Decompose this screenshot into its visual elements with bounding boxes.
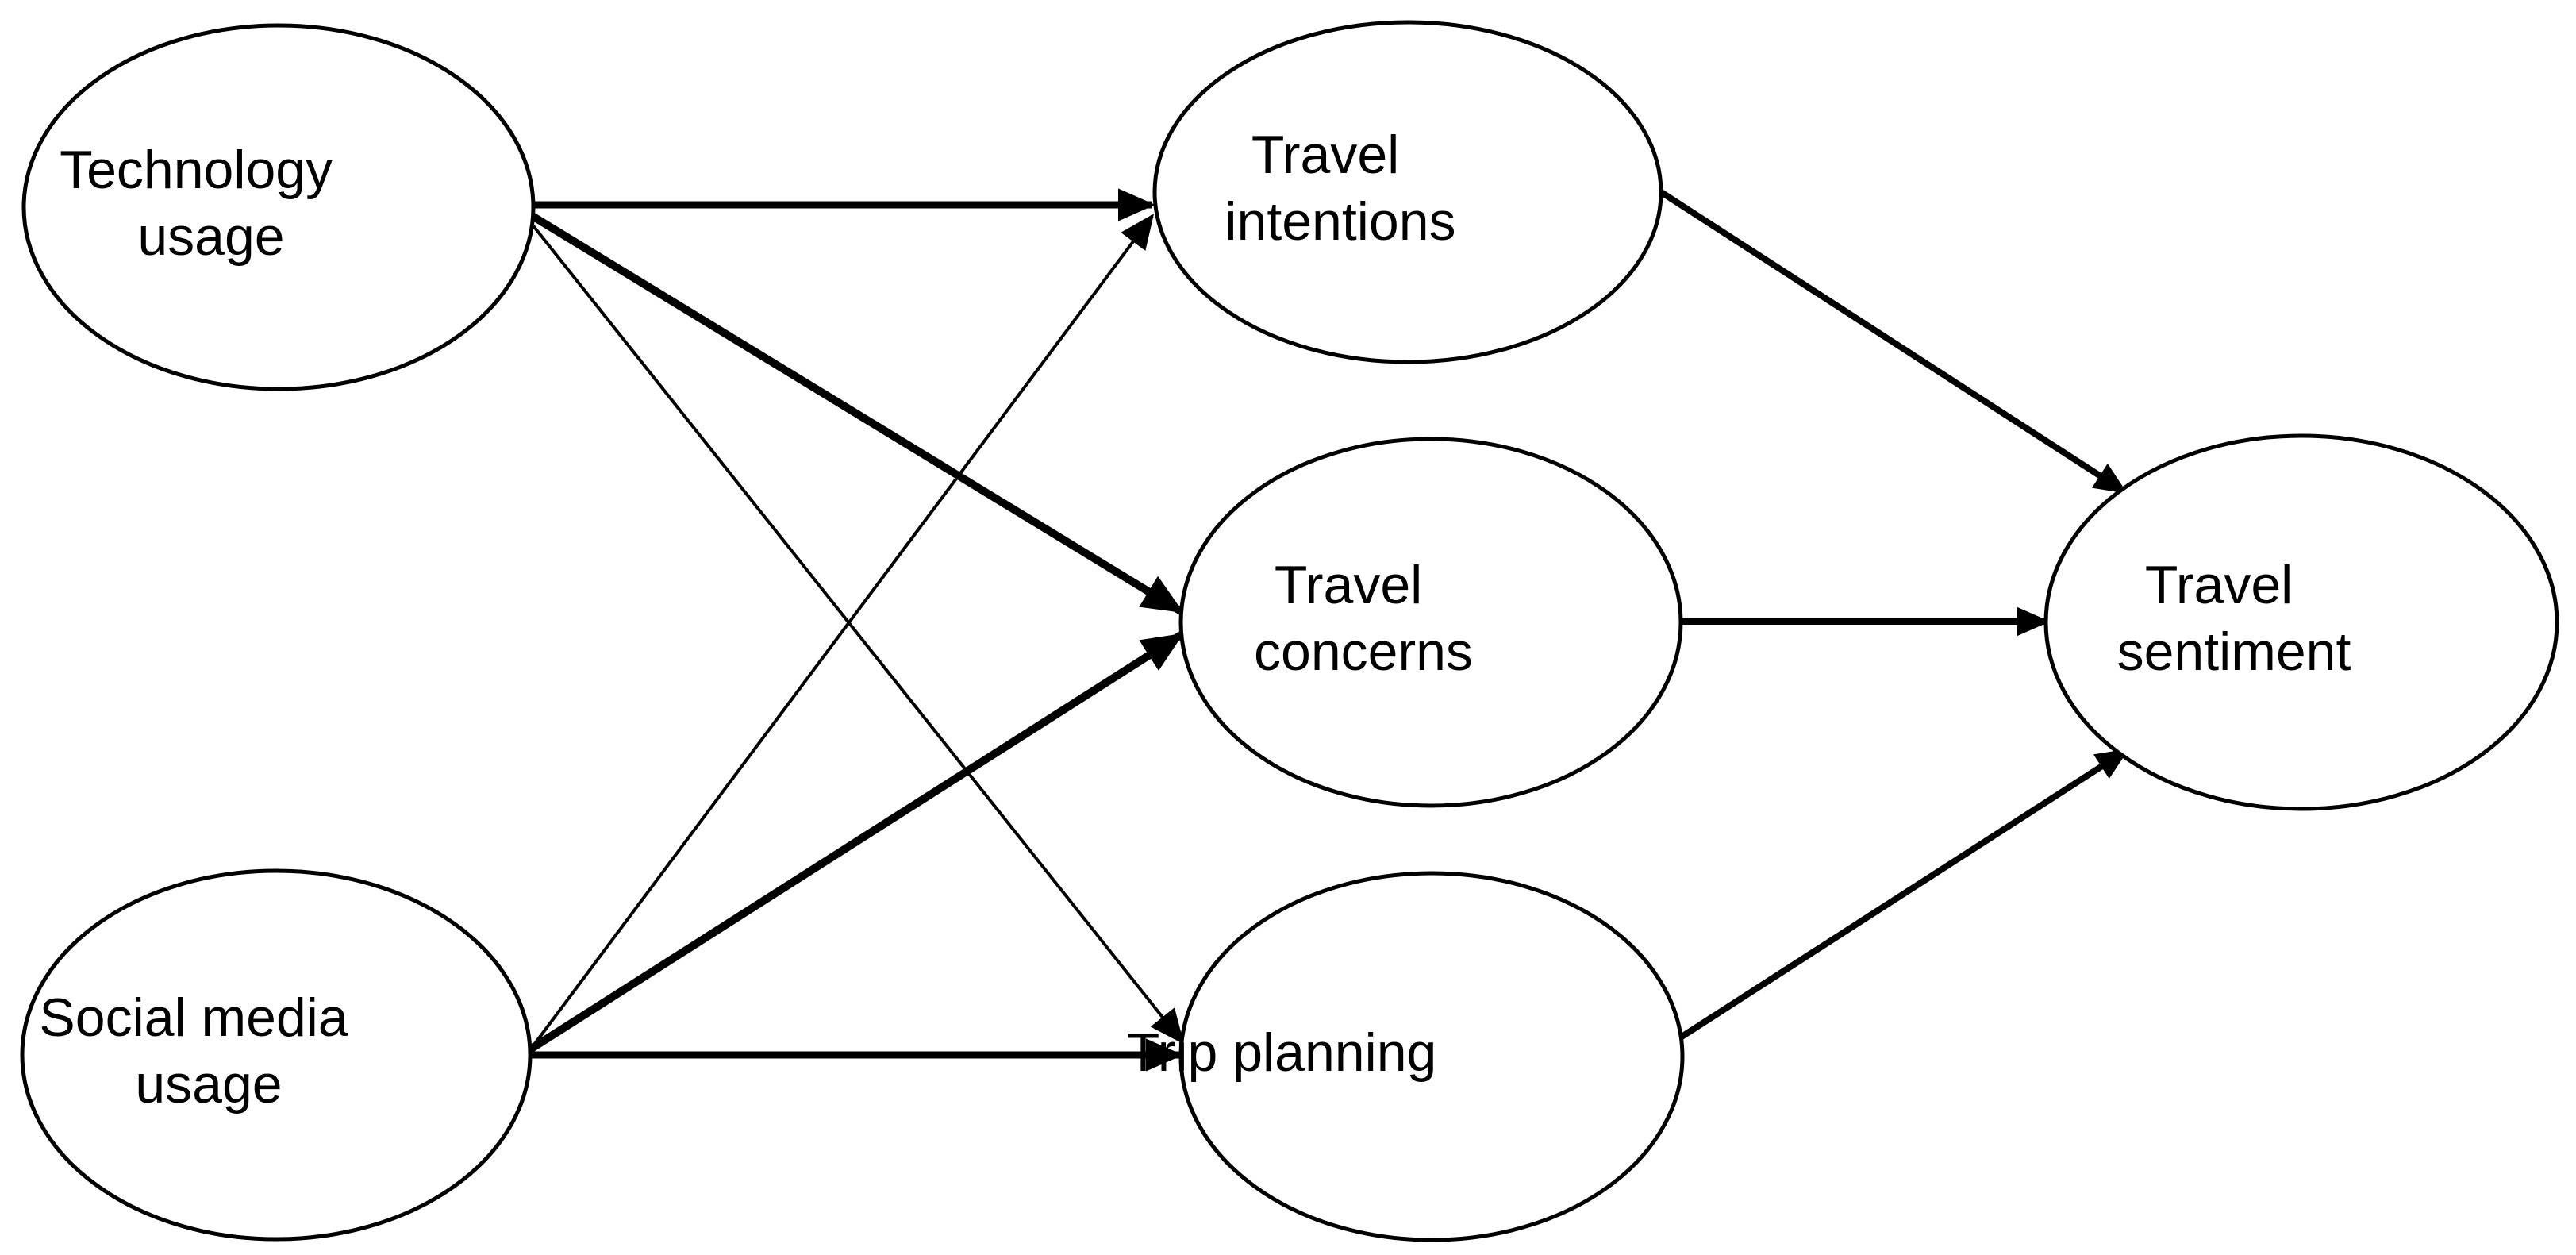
node-travel-intentions[interactable]: Travel intentions: [0, 0, 1663, 364]
travel-sentiment-label: Travel sentiment: [2117, 555, 2351, 682]
node-technology-usage[interactable]: Technology usage: [0, 0, 536, 391]
edges-layer: [524, 187, 2129, 1072]
travel-intentions-label-line1: Travel: [1251, 125, 1399, 185]
technology-usage-ellipse[interactable]: [21, 23, 536, 391]
edge-social-to-intentions[interactable]: [530, 214, 1155, 1049]
node-travel-sentiment[interactable]: Travel sentiment: [0, 0, 2559, 811]
travel-concerns-ellipse[interactable]: [1178, 437, 1683, 808]
travel-sentiment-ellipse[interactable]: [2043, 433, 2559, 811]
travel-intentions-label: Travel intentions: [0, 0, 1591, 252]
node-social-media-usage[interactable]: Social media usage: [0, 0, 533, 1242]
technology-usage-label-line2: usage: [137, 206, 284, 267]
social-media-usage-label-line1: Social media: [39, 987, 348, 1048]
node-travel-concerns[interactable]: Travel concerns: [0, 0, 1683, 808]
trip-planning-label: Trip planning: [1127, 1022, 1437, 1083]
travel-sentiment-label-line2: sentiment: [2117, 622, 2351, 682]
travel-intentions-ellipse[interactable]: [1152, 20, 1663, 364]
trip-planning-label-line1: Trip planning: [1127, 1022, 1437, 1083]
travel-concerns-label-line2: concerns: [1254, 622, 1473, 682]
edge-trip-planning-to-sentiment[interactable]: [1677, 747, 2129, 1041]
travel-concerns-label: Travel concerns: [0, 0, 1608, 682]
edge-tech-to-trip-planning[interactable]: [524, 214, 1185, 1045]
edge-intentions-to-sentiment[interactable]: [1656, 187, 2128, 495]
edge-tech-to-concerns[interactable]: [525, 209, 1184, 615]
trip-planning-ellipse[interactable]: [1178, 871, 1685, 1242]
travel-sentiment-label-line1: Travel: [2145, 555, 2293, 615]
social-media-usage-label: Social media usage: [0, 0, 513, 1114]
social-media-usage-ellipse[interactable]: [20, 868, 533, 1242]
edge-social-to-concerns[interactable]: [528, 631, 1184, 1053]
social-media-usage-label-line2: usage: [135, 1054, 282, 1114]
travel-intentions-label-line2: intentions: [1225, 191, 1455, 252]
technology-usage-label: Technology usage: [0, 0, 498, 267]
travel-concerns-label-line1: Travel: [1275, 555, 1422, 615]
node-trip-planning[interactable]: Trip planning: [0, 0, 1736, 1242]
technology-usage-label-line1: Technology: [60, 140, 333, 200]
